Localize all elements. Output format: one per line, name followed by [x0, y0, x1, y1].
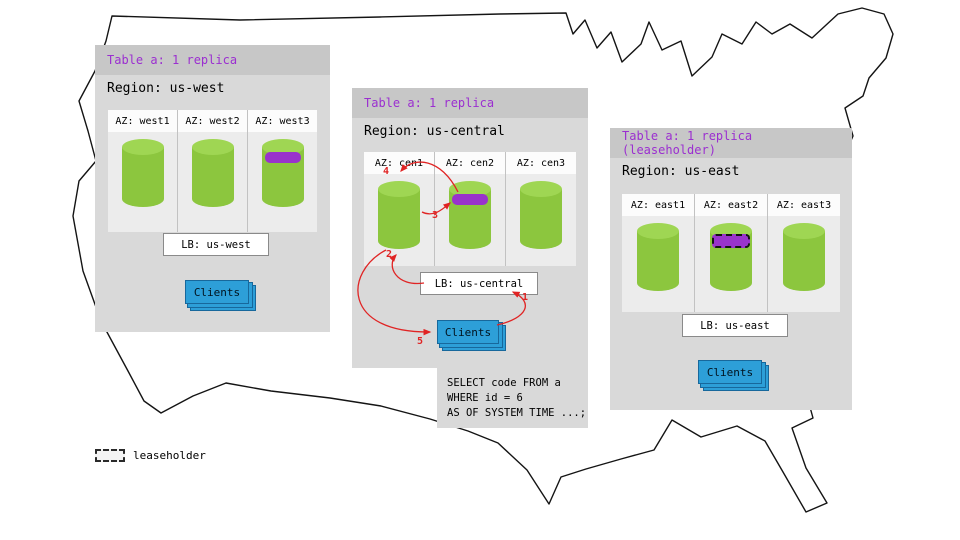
sql-line: WHERE id = 6: [447, 392, 523, 405]
az-label: AZ: west3: [248, 110, 317, 132]
az-body: [108, 132, 177, 232]
load-balancer-us-central: LB: us-central: [420, 272, 538, 295]
az-body: [622, 216, 694, 312]
database-cylinder-icon: [377, 180, 421, 250]
leaseholder-badge: [712, 234, 750, 248]
az-body: [248, 132, 317, 232]
az-column-west1: AZ: west1: [108, 110, 177, 232]
table-replica-label: Table a: 1 replica: [352, 88, 588, 118]
clients-box-us-west: Clients: [185, 280, 249, 304]
database-cylinder-icon: [782, 222, 826, 292]
az-body: [364, 174, 434, 266]
flow-step-2: 2: [386, 249, 393, 260]
sql-line: AS OF SYSTEM TIME ...;: [447, 407, 587, 420]
az-group-us-west: AZ: west1 AZ: west2: [108, 110, 317, 232]
flow-step-5: 5: [417, 336, 424, 347]
az-body: [506, 174, 576, 266]
az-column-east3: AZ: east3: [767, 194, 840, 312]
table-replica-label: Table a: 1 replica (leaseholder): [610, 128, 852, 158]
replica-badge: [264, 152, 301, 163]
flow-step-3: 3: [432, 210, 439, 221]
sql-line: SELECT code FROM a: [447, 377, 561, 389]
flow-step-4: 4: [383, 166, 390, 177]
replica-badge: [452, 194, 488, 205]
az-group-us-central: AZ: cen1 AZ: cen2: [364, 152, 576, 266]
az-label: AZ: east3: [768, 194, 840, 216]
region-panel-us-east: Table a: 1 replica (leaseholder) Region:…: [610, 128, 852, 410]
az-column-east2: AZ: east2: [694, 194, 767, 312]
region-panel-us-central: Table a: 1 replica Region: us-central AZ…: [352, 88, 588, 368]
region-title: Region: us-east: [622, 164, 740, 179]
az-body: [178, 132, 247, 232]
table-replica-text: Table a: 1 replica: [364, 96, 495, 110]
legend-label: leaseholder: [133, 449, 206, 462]
flow-step-1: 1: [522, 292, 529, 303]
az-label: AZ: east2: [695, 194, 767, 216]
az-column-west2: AZ: west2: [177, 110, 247, 232]
database-cylinder-icon: [448, 180, 492, 250]
database-cylinder-icon: [261, 138, 305, 208]
region-panel-us-west: Table a: 1 replica Region: us-west AZ: w…: [95, 45, 330, 332]
database-cylinder-icon: [121, 138, 165, 208]
az-group-us-east: AZ: east1 AZ: east2: [622, 194, 840, 312]
table-replica-text: Table a: 1 replica: [107, 53, 238, 67]
az-body: [768, 216, 840, 312]
table-replica-text: Table a: 1 replica (leaseholder): [622, 129, 753, 157]
az-column-cen1: AZ: cen1: [364, 152, 434, 266]
sql-query-caption: SELECT code FROM a WHERE id = 6 AS OF SY…: [437, 368, 588, 428]
az-column-east1: AZ: east1: [622, 194, 694, 312]
az-label: AZ: cen3: [506, 152, 576, 174]
region-title: Region: us-west: [107, 81, 225, 96]
az-body: [435, 174, 505, 266]
leaseholder-legend: leaseholder: [95, 449, 206, 462]
clients-box-us-east: Clients: [698, 360, 762, 384]
load-balancer-us-west: LB: us-west: [163, 233, 269, 256]
database-cylinder-icon: [709, 222, 753, 292]
az-label: AZ: cen1: [364, 152, 434, 174]
az-label: AZ: west2: [178, 110, 247, 132]
table-replica-label: Table a: 1 replica: [95, 45, 330, 75]
az-label: AZ: west1: [108, 110, 177, 132]
database-cylinder-icon: [636, 222, 680, 292]
az-column-west3: AZ: west3: [247, 110, 317, 232]
az-column-cen3: AZ: cen3: [505, 152, 576, 266]
database-cylinder-icon: [191, 138, 235, 208]
database-cylinder-icon: [519, 180, 563, 250]
az-label: AZ: cen2: [435, 152, 505, 174]
az-column-cen2: AZ: cen2: [434, 152, 505, 266]
az-body: [695, 216, 767, 312]
az-label: AZ: east1: [622, 194, 694, 216]
leaseholder-swatch-icon: [95, 449, 125, 462]
load-balancer-us-east: LB: us-east: [682, 314, 788, 337]
clients-box-us-central: Clients: [437, 320, 499, 344]
region-title: Region: us-central: [364, 124, 505, 139]
